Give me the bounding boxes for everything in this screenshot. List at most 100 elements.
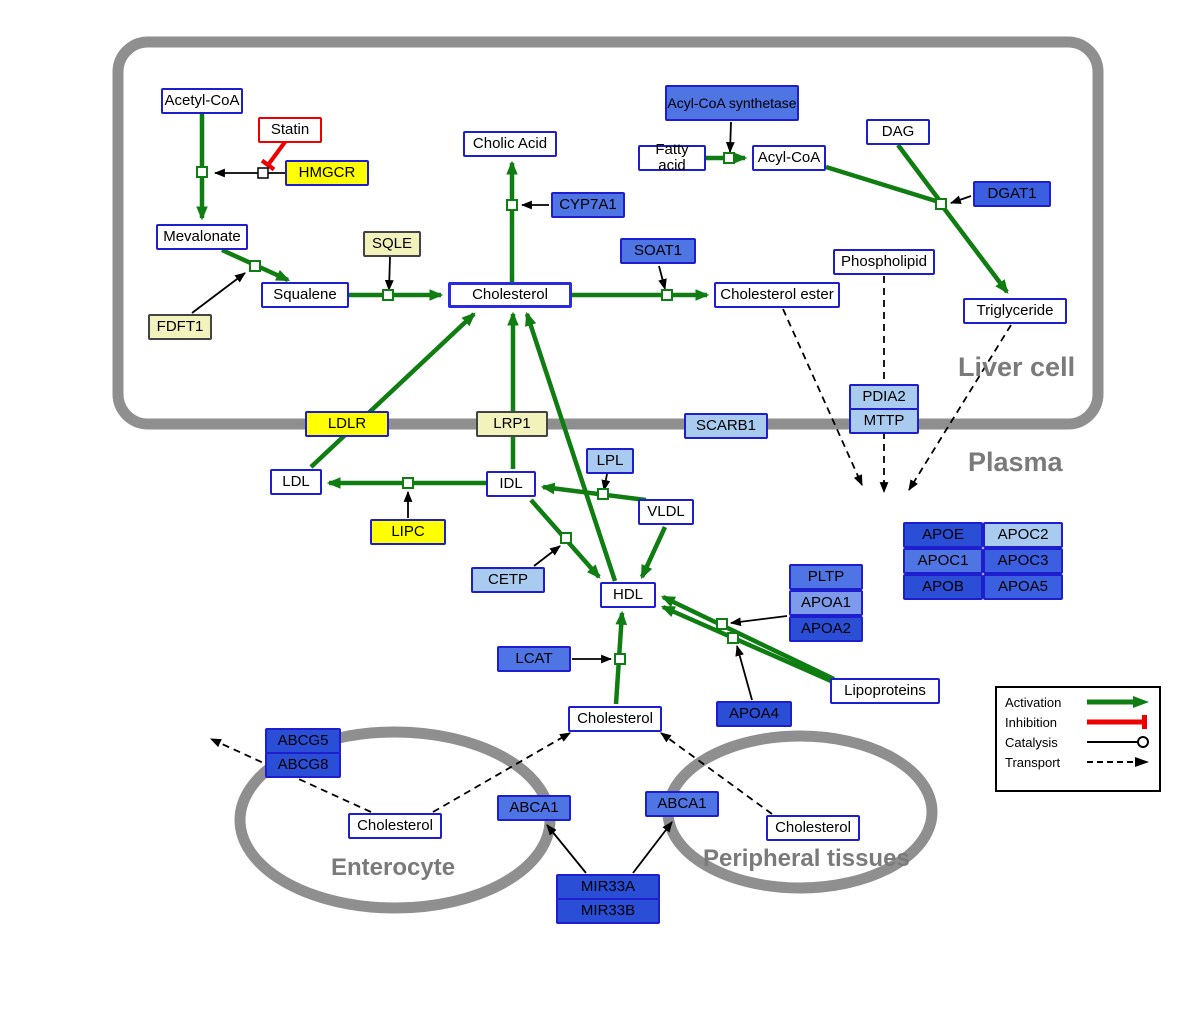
catalysis-lpl (601, 473, 611, 492)
junction-soat1 (661, 289, 673, 301)
edge-vldl-to-idl (540, 482, 647, 503)
catalysis-cetp (533, 545, 561, 567)
junction-cetp (560, 532, 572, 544)
edge-ldl-via-ldlr-to-cholesterol (309, 312, 476, 469)
node-idl[interactable]: IDL (486, 471, 536, 497)
edge-lipoproteins-to-hdl-lower (660, 604, 857, 695)
node-triglyceride[interactable]: Triglyceride (963, 298, 1067, 324)
node-apoa5[interactable]: APOA5 (983, 574, 1063, 600)
node-acetyl-coa[interactable]: Acetyl-CoA (161, 88, 243, 114)
node-hmgcr[interactable]: HMGCR (285, 160, 369, 186)
node-cholesterol-plasma[interactable]: Cholesterol (568, 706, 662, 732)
node-apoc1[interactable]: APOC1 (903, 548, 983, 574)
inhibition-statin-hmgcr (260, 140, 287, 172)
node-abca1-left[interactable]: ABCA1 (497, 795, 571, 821)
node-hdl[interactable]: HDL (600, 582, 656, 608)
junction-lcat (614, 653, 626, 665)
node-scarb1[interactable]: SCARB1 (684, 413, 768, 439)
legend-activation-label: Activation (1005, 694, 1062, 710)
node-apoa2[interactable]: APOA2 (789, 616, 863, 642)
edge-vldl-to-hdl (639, 526, 668, 580)
node-abcg8[interactable]: ABCG8 (265, 752, 341, 778)
node-apoa1[interactable]: APOA1 (789, 590, 863, 616)
node-sqle[interactable]: SQLE (363, 231, 421, 257)
node-pltp[interactable]: PLTP (789, 564, 863, 590)
node-mevalonate[interactable]: Mevalonate (156, 224, 248, 250)
node-cyp7a1[interactable]: CYP7A1 (551, 192, 625, 218)
legend-catalysis-label: Catalysis (1005, 734, 1058, 750)
plasma-label: Plasma (968, 447, 1063, 477)
node-cholic-acid[interactable]: Cholic Acid (463, 131, 557, 157)
node-cholesterol-liver[interactable]: Cholesterol (448, 282, 572, 308)
node-statin[interactable]: Statin (258, 117, 322, 143)
node-fdft1[interactable]: FDFT1 (148, 314, 212, 340)
node-lipoproteins[interactable]: Lipoproteins (830, 678, 940, 704)
node-phospholipid[interactable]: Phospholipid (833, 249, 935, 275)
junction-dgat1 (935, 198, 947, 210)
inhibition-tee-icon (1087, 715, 1147, 729)
node-lipc[interactable]: LIPC (370, 519, 446, 545)
node-apoc2[interactable]: APOC2 (983, 522, 1063, 548)
node-cetp[interactable]: CETP (471, 567, 545, 593)
junction-lipc (402, 477, 414, 489)
node-cholesterol-ester[interactable]: Cholesterol ester (714, 282, 840, 308)
node-soat1[interactable]: SOAT1 (620, 238, 696, 264)
node-lcat[interactable]: LCAT (497, 646, 571, 672)
node-pdia2[interactable]: PDIA2 (849, 384, 919, 410)
regulation-mir33-abca1-left (546, 824, 587, 874)
node-apoc3[interactable]: APOC3 (983, 548, 1063, 574)
node-apob[interactable]: APOB (903, 574, 983, 600)
node-fatty-acid[interactable]: Fatty acid (638, 142, 706, 174)
node-apoe[interactable]: APOE (903, 522, 983, 548)
node-vldl[interactable]: VLDL (638, 499, 694, 525)
catalysis-fdft1 (191, 272, 246, 314)
junction-lpl (597, 488, 609, 500)
peripheral-tissues-label: Peripheral tissues (703, 845, 910, 872)
junction-acyl-coa-synthetase (723, 152, 735, 164)
node-abcg5[interactable]: ABCG5 (265, 728, 341, 754)
node-mttp[interactable]: MTTP (849, 408, 919, 434)
activation-arrow-icon (1087, 696, 1149, 708)
edge-lipoproteins-to-hdl-upper (660, 594, 835, 682)
node-acyl-coa-synthetase[interactable]: Acyl-CoA synthetase (665, 85, 799, 121)
node-cholesterol-enterocyte[interactable]: Cholesterol (348, 813, 442, 839)
transport-peripheral-cholesterol-to-plasma (660, 732, 773, 815)
legend-row-transport: Transport (997, 752, 1159, 772)
node-lrp1[interactable]: LRP1 (476, 411, 548, 437)
node-mir33a[interactable]: MIR33A (556, 874, 660, 900)
junction-fdft1 (249, 260, 261, 272)
enterocyte-label: Enterocyte (331, 854, 456, 881)
liver-cell-membrane (112, 36, 1104, 430)
junction-cyp7a1 (506, 199, 518, 211)
catalysis-apoa4 (735, 644, 753, 701)
regulation-mir33-abca1-right (632, 821, 673, 874)
node-acyl-coa[interactable]: Acyl-CoA (752, 145, 826, 171)
node-mir33b[interactable]: MIR33B (556, 898, 660, 924)
edge-dag-to-junction (896, 143, 942, 203)
legend-inhibition-label: Inhibition (1005, 714, 1058, 730)
catalysis-apoa1-apoa2 (729, 615, 788, 627)
node-abca1-right[interactable]: ABCA1 (645, 791, 719, 817)
transport-cholesterol-ester-to-plasma (782, 308, 863, 487)
node-cholesterol-peripheral[interactable]: Cholesterol (766, 815, 860, 841)
junction-apoa (716, 618, 728, 630)
catalysis-circle-icon (1087, 736, 1149, 748)
node-dag[interactable]: DAG (866, 119, 930, 145)
legend-row-catalysis: Catalysis (997, 732, 1159, 752)
transport-enterocyte-cholesterol-to-plasma (432, 732, 571, 813)
node-squalene[interactable]: Squalene (261, 282, 349, 308)
liver-cell-label: Liver cell (958, 352, 1076, 382)
legend-row-inhibition: Inhibition (997, 712, 1159, 732)
catalysis-acyl-coa-synthetase (725, 121, 735, 154)
node-dgat1[interactable]: DGAT1 (973, 181, 1051, 207)
edge-acyl-coa-to-junction (825, 164, 940, 205)
node-lpl[interactable]: LPL (586, 448, 634, 474)
catalysis-sqle (384, 256, 394, 292)
legend-transport-label: Transport (1005, 754, 1061, 770)
transport-dashed-arrow-icon (1087, 757, 1149, 767)
node-ldlr[interactable]: LDLR (305, 411, 389, 437)
legend-row-activation: Activation (997, 692, 1159, 712)
node-ldl[interactable]: LDL (270, 469, 322, 495)
node-apoa4[interactable]: APOA4 (716, 701, 792, 727)
